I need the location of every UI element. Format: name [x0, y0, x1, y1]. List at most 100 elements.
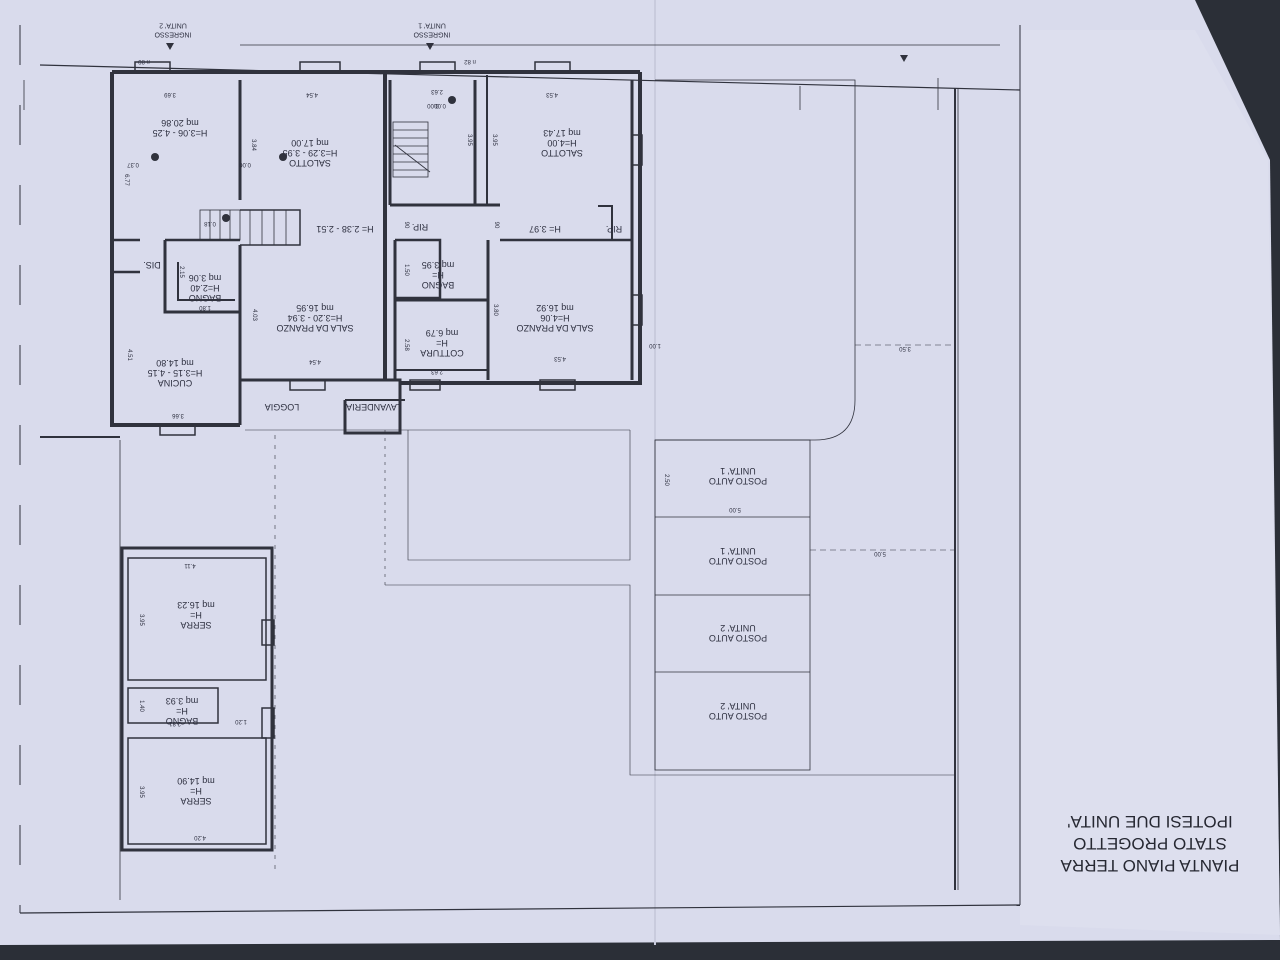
room-label-bagno_u2: mq 3.06	[189, 273, 222, 283]
room-label-sala_pranzo_u2: SALA DA PRANZO	[276, 323, 353, 333]
room-label-posto1b: UNITA' 1	[720, 546, 756, 556]
room-label-sala_pranzo_u1: H=4.06	[540, 313, 569, 323]
room-label-salotto_u1: mq 17.43	[543, 128, 581, 138]
room-label-bagno_u2: BAGNO	[189, 293, 222, 303]
room-label-cucina_u2: CUCINA	[158, 378, 193, 388]
dimension-label: 4.53	[546, 91, 558, 97]
dimension-label: 3.84	[250, 139, 256, 151]
room-label-sala_pranzo_u2: H=3.20 - 3.94	[288, 313, 343, 323]
room-label-posto2b: POSTO AUTO	[709, 711, 767, 721]
room-label-serra_a: H=	[190, 610, 202, 620]
room-label-cucina_u2: mq 14.80	[156, 358, 194, 368]
room-label-corridoio_u2: H= 2.38 - 2.51	[316, 224, 373, 234]
dimension-label: 0.18	[204, 220, 216, 226]
room-label-posto1a: POSTO AUTO	[709, 476, 767, 486]
plan-title: IPOTESI DUE UNITA'	[1067, 812, 1232, 831]
room-label-serra_b: SERRA	[180, 796, 211, 806]
dimension-label: 4.51	[126, 349, 132, 361]
room-label-rip_b: RIP.	[606, 224, 622, 234]
dimension-label: n 82	[464, 58, 476, 64]
dimension-label: 4.54	[309, 358, 321, 364]
dimension-label: 2.50	[663, 474, 669, 486]
room-label-posto1b: POSTO AUTO	[709, 556, 767, 566]
room-label-serra_a: SERRA	[180, 620, 211, 630]
dimension-label: n 80	[138, 58, 150, 64]
dimension-label: 4.03	[251, 309, 257, 321]
entrance-arrows	[166, 43, 908, 62]
dimension-label: 1.80	[199, 304, 211, 310]
paper-fold-panel	[1020, 30, 1280, 935]
dimension-label: 1.20	[235, 718, 247, 724]
plan-title: STATO PROGETTO	[1073, 834, 1227, 853]
room-label-rip_a: RIP.	[412, 222, 428, 232]
entrance-label: INGRESSO	[154, 31, 192, 38]
room-label-camera_u2: mq 20.86	[161, 118, 199, 128]
room-label-posto2b: UNITA' 2	[720, 701, 756, 711]
dimension-label: 5.00	[874, 550, 886, 556]
room-label-sala_pranzo_u1: SALA DA PRANZO	[516, 323, 593, 333]
dimension-label: 3.66	[172, 412, 184, 418]
level-markers	[151, 96, 456, 222]
room-label-cottura_u1: H=	[436, 338, 448, 348]
room-label-salotto_u2: SALOTTO	[289, 158, 331, 168]
dimension-label: 3.95	[466, 134, 472, 146]
room-label-serra_b: mq 14.90	[177, 776, 215, 786]
dimension-label: 2.15	[178, 266, 184, 278]
dimension-label: 1.50	[403, 264, 409, 276]
room-label-cottura_u1: mq 6.79	[426, 328, 459, 338]
room-label-bagno_serra: H=	[176, 706, 188, 716]
dimension-label: 0.00	[434, 102, 446, 108]
dimension-label: 0.37	[127, 161, 139, 167]
dimension-label: 90	[403, 222, 409, 229]
dimension-label: 1.40	[138, 700, 144, 712]
room-label-bagno_u1: BAGNO	[422, 280, 455, 290]
dimension-label: 0.00	[239, 161, 251, 167]
dimension-label: 0.00	[427, 102, 439, 108]
dimension-label: 3.95	[138, 786, 144, 798]
room-label-serra_a: mq 16.23	[177, 600, 215, 610]
plan-title: PIANTA PIANO TERRA	[1060, 856, 1240, 875]
room-label-posto1a: UNITA' 1	[720, 466, 756, 476]
dimension-label: 2.63	[431, 88, 443, 94]
dimension-label: 3.50	[899, 345, 911, 351]
dimension-label: 90	[493, 222, 499, 229]
dimension-label: 3.69	[164, 91, 176, 97]
dimension-label: 1.00	[649, 342, 661, 348]
room-label-sala_pranzo_u2: mq 16.95	[296, 303, 334, 313]
dimension-label: 2.81	[169, 720, 181, 726]
dimension-label: 3.95	[138, 614, 144, 626]
dimension-label: 6.77	[123, 174, 129, 186]
entrance-label: UNITA' 2	[159, 22, 187, 29]
room-label-salotto_u2: mq 17.00	[291, 138, 329, 148]
dimension-label: 4.11	[184, 562, 196, 568]
room-label-dis: DIS.	[143, 260, 161, 270]
dimension-label: 5.00	[729, 506, 741, 512]
entrance-label: INGRESSO	[413, 31, 451, 38]
room-label-sala_pranzo_u1: mq 16.92	[536, 303, 574, 313]
room-label-camera_u2: H=3.06 - 4.25	[153, 128, 208, 138]
room-label-lavanderia: LAVANDERIA	[346, 402, 402, 412]
room-label-salotto_u1: H=4.00	[547, 138, 576, 148]
plan-linework	[19, 25, 1021, 914]
room-label-posto2a: UNITA' 2	[720, 623, 756, 633]
room-label-corridoio_u1: H= 3.97	[529, 224, 561, 234]
room-label-salotto_u1: SALOTTO	[541, 148, 583, 158]
room-label-cottura_u1: COTTURA	[420, 348, 464, 358]
dimension-label: 2.58	[403, 339, 409, 351]
dimension-label: 4.53	[554, 355, 566, 361]
dimension-label: 4.20	[194, 834, 206, 840]
room-label-bagno_u1: H=	[432, 270, 444, 280]
entrance-label: UNITA' 1	[418, 22, 446, 29]
room-label-loggia: LOGGIA	[265, 402, 300, 412]
room-label-serra_b: H=	[190, 786, 202, 796]
room-label-bagno_u2: H=2.40	[190, 283, 219, 293]
dimension-label: 4.54	[306, 91, 318, 97]
room-label-cucina_u2: H=3.15 - 4.15	[148, 368, 203, 378]
room-label-bagno_serra: BAGNO	[166, 716, 199, 726]
room-label-posto2a: POSTO AUTO	[709, 633, 767, 643]
room-label-bagno_serra: mq 3.93	[166, 696, 199, 706]
